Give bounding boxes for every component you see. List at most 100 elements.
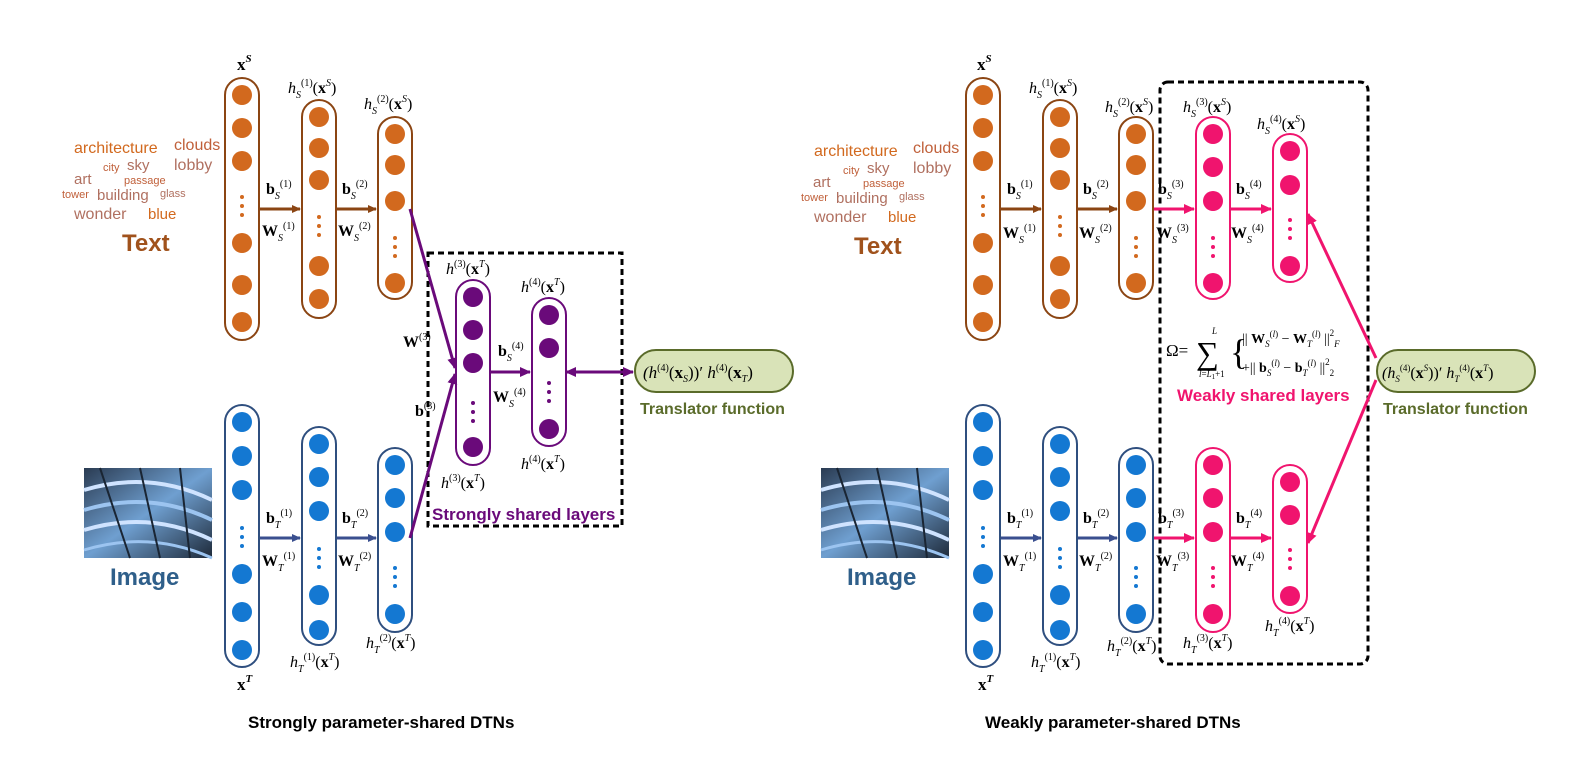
word-blue-r: blue	[888, 209, 916, 226]
weak-text-layer-3	[1195, 116, 1231, 300]
word-clouds: clouds	[174, 137, 220, 154]
image-photo-left	[83, 467, 213, 560]
svg-text:xT: xT	[978, 673, 995, 694]
word-glass-r: glass	[899, 191, 925, 203]
word-lobby-r: lobby	[913, 160, 951, 177]
word-sky: sky	[127, 157, 150, 174]
svg-text:|| WS(l) − WT(l) ||2F: || WS(l) − WT(l) ||2F	[1242, 328, 1340, 349]
svg-text:bT(3): bT(3)	[1158, 508, 1184, 531]
text-branch-title-left: Text	[122, 230, 170, 257]
svg-text:hT(3)(xT): hT(3)(xT)	[1183, 633, 1232, 656]
word-passage: passage	[124, 175, 166, 187]
weak-image-layer-4	[1272, 464, 1308, 614]
svg-text:WS(2): WS(2)	[1079, 223, 1112, 246]
svg-text:bT(1): bT(1)	[266, 508, 292, 531]
svg-text:h(3)(xT): h(3)(xT)	[446, 259, 490, 278]
word-building-r: building	[836, 190, 888, 207]
translator-label-left: Translator function	[640, 401, 785, 418]
image-photo-right	[820, 467, 950, 560]
svg-text:bT(1): bT(1)	[1007, 508, 1033, 531]
image-layer-1	[301, 426, 337, 646]
text-layer-0	[224, 77, 260, 341]
image-branch-title-right: Image	[847, 564, 916, 591]
word-cloud-right: architecture clouds city sky lobby art p…	[801, 140, 959, 226]
svg-text:WT(1): WT(1)	[1003, 551, 1036, 574]
svg-text:bT(2): bT(2)	[1083, 508, 1109, 531]
image-layer-0-r	[965, 404, 1001, 668]
image-layer-2	[377, 447, 413, 633]
word-clouds-r: clouds	[913, 140, 959, 157]
svg-text:bT(2): bT(2)	[342, 508, 368, 531]
text-layer-2	[377, 116, 413, 300]
word-city-r: city	[843, 165, 860, 177]
svg-text:hT(1)(xT): hT(1)(xT)	[1031, 652, 1080, 675]
svg-text:WS(4): WS(4)	[1231, 223, 1264, 246]
svg-text:xT: xT	[237, 673, 254, 694]
svg-text:bS(4): bS(4)	[1236, 179, 1262, 202]
strongly-shared-label: Strongly shared layers	[432, 505, 615, 524]
shared-layer-3	[455, 279, 491, 466]
svg-text:l=L1+1: l=L1+1	[1199, 369, 1225, 381]
word-art-r: art	[813, 174, 831, 191]
svg-text:W(3): W(3)	[403, 332, 431, 351]
word-blue: blue	[148, 206, 176, 223]
weak-image-layer-3	[1195, 447, 1231, 633]
word-lobby: lobby	[174, 157, 212, 174]
right-diagram: architecture clouds city sky lobby art p…	[801, 53, 1536, 732]
omega-formula: Ω= ∑ L l=L1+1 { || WS(l) − WT(l) ||2F +|…	[1166, 326, 1340, 381]
svg-text:hS(4)(xS): hS(4)(xS)	[1257, 114, 1305, 137]
word-architecture: architecture	[74, 140, 158, 157]
svg-text:WT(1): WT(1)	[262, 551, 295, 574]
svg-text:∑: ∑	[1196, 335, 1219, 371]
svg-text:b(3): b(3)	[415, 401, 436, 420]
word-wonder: wonder	[73, 206, 127, 223]
left-diagram: architecture clouds city sky lobby art p…	[62, 53, 794, 732]
translator-label-right: Translator function	[1383, 401, 1528, 418]
text-layer-1-r	[1042, 99, 1078, 319]
svg-text:hT(1)(xT): hT(1)(xT)	[290, 652, 339, 675]
svg-text:bS(2): bS(2)	[1083, 179, 1109, 202]
text-layer-0-r	[965, 77, 1001, 341]
svg-text:+|| bS(l) − bT(l) ||22: +|| bS(l) − bT(l) ||22	[1242, 357, 1334, 378]
svg-text:h(3)(xT): h(3)(xT)	[441, 473, 485, 492]
word-tower-r: tower	[801, 192, 828, 204]
svg-text:WT(2): WT(2)	[338, 551, 371, 574]
svg-text:L: L	[1211, 326, 1217, 336]
svg-text:hT(2)(xT): hT(2)(xT)	[366, 633, 415, 656]
word-glass: glass	[160, 188, 186, 200]
word-building: building	[97, 187, 149, 204]
svg-text:xS: xS	[237, 53, 252, 74]
svg-text:bS(3): bS(3)	[1158, 179, 1184, 202]
svg-text:WT(2): WT(2)	[1079, 551, 1112, 574]
word-city: city	[103, 162, 120, 174]
svg-text:bS(2): bS(2)	[342, 179, 368, 202]
strongly-shared-box	[426, 251, 624, 528]
image-layer-1-r	[1042, 426, 1078, 646]
word-passage-r: passage	[863, 178, 905, 190]
svg-text:WS(1): WS(1)	[1003, 223, 1036, 246]
svg-text:h(4)(xT): h(4)(xT)	[521, 454, 565, 473]
weakly-shared-box	[1158, 80, 1370, 666]
translator-box-right	[1376, 349, 1536, 393]
caption-right: Weakly parameter-shared DTNs	[985, 713, 1241, 732]
svg-text:WS(1): WS(1)	[262, 221, 295, 244]
svg-text:hS(2)(xS): hS(2)(xS)	[364, 94, 412, 117]
svg-text:hS(1)(xS): hS(1)(xS)	[1029, 78, 1077, 101]
svg-text:h(4)(xT): h(4)(xT)	[521, 277, 565, 296]
svg-text:hT(2)(xT): hT(2)(xT)	[1107, 636, 1156, 659]
image-branch-title-left: Image	[110, 564, 179, 591]
svg-text:bS(1): bS(1)	[1007, 179, 1033, 202]
svg-text:hS(2)(xS): hS(2)(xS)	[1105, 97, 1153, 120]
word-architecture-r: architecture	[814, 143, 898, 160]
svg-text:xS: xS	[977, 53, 992, 74]
word-sky-r: sky	[867, 160, 890, 177]
translator-box-left	[634, 349, 794, 393]
svg-text:bS(1): bS(1)	[266, 179, 292, 202]
svg-text:WS(4): WS(4)	[493, 387, 526, 410]
svg-text:WT(4): WT(4)	[1231, 551, 1264, 574]
svg-text:Ω=: Ω=	[1166, 341, 1188, 360]
svg-text:bT(4): bT(4)	[1236, 508, 1262, 531]
weakly-shared-label: Weakly shared layers	[1177, 386, 1350, 405]
image-layer-2-r	[1118, 447, 1154, 633]
